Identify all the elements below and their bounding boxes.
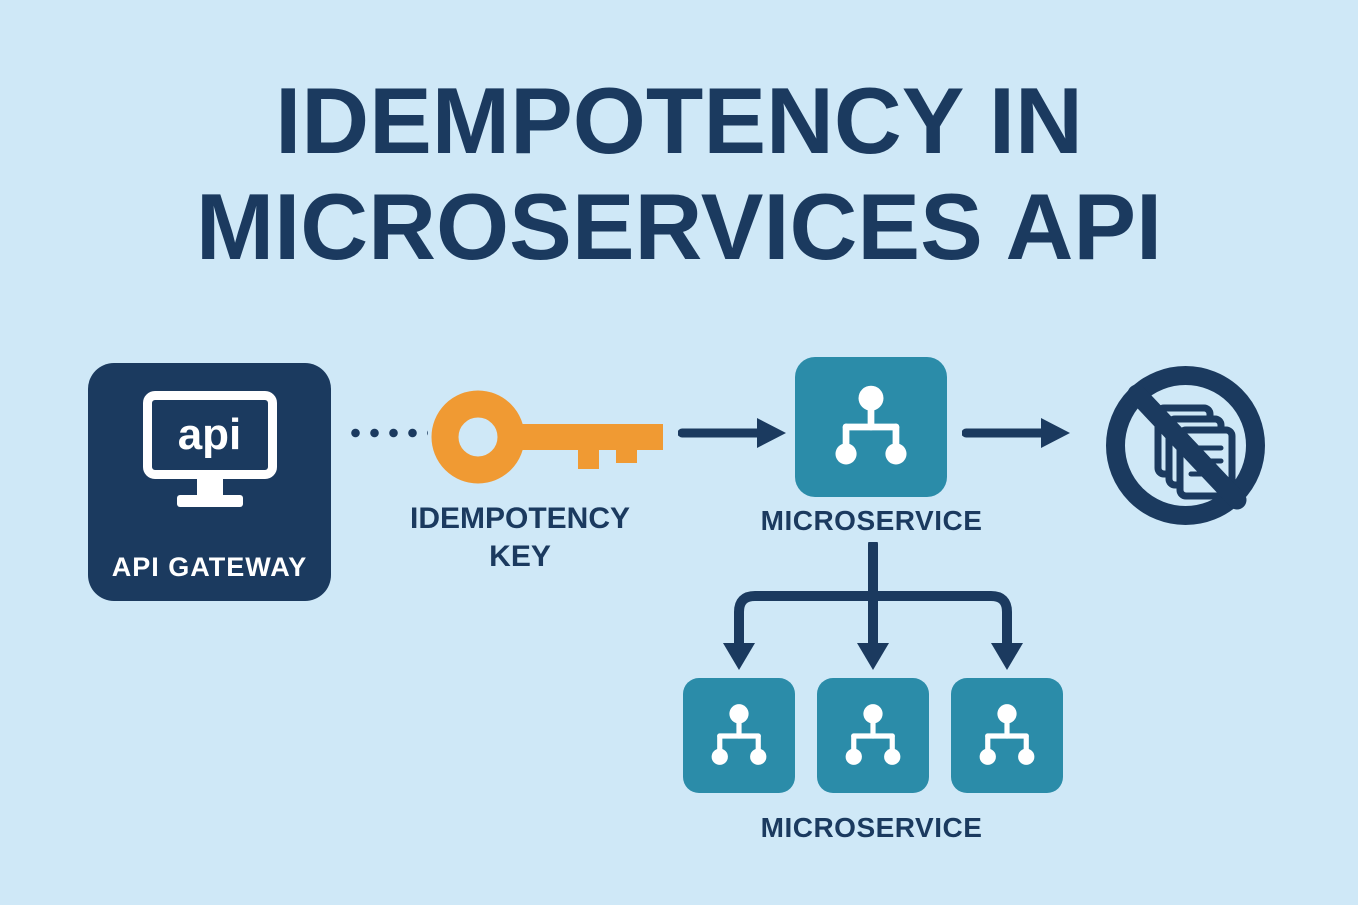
microservice-node-bottom-1 — [683, 678, 795, 793]
idempotency-key-label-line1: IDEMPOTENCY — [409, 502, 631, 535]
network-nodes-icon — [711, 703, 767, 765]
microservice-node-top — [795, 357, 947, 497]
page-title: IDEMPOTENCY IN MICROSERVICES API — [0, 68, 1358, 280]
dotted-line-connector — [346, 428, 428, 438]
microservice-label-bottom: MICROSERVICE — [760, 812, 983, 843]
no-duplicate-documents-icon — [1106, 366, 1265, 525]
fanout-arrows-connector — [723, 542, 1023, 670]
network-nodes-icon — [845, 703, 901, 765]
microservice-label-top: MICROSERVICE — [760, 505, 983, 536]
arrow-right-icon — [962, 418, 1070, 448]
network-nodes-icon — [979, 703, 1035, 765]
monitor-stand-neck — [196, 479, 223, 495]
microservice-node-bottom-3 — [951, 678, 1063, 793]
monitor-stand-base — [176, 495, 243, 507]
api-gateway-node: api API GATEWAY — [88, 363, 331, 601]
page-title-line1: IDEMPOTENCY IN — [275, 68, 1083, 173]
idempotency-key-label: IDEMPOTENCY KEY — [405, 500, 635, 575]
page-title-line2: MICROSERVICES API — [195, 174, 1163, 280]
monitor-screen: api — [142, 391, 277, 479]
arrow-right-icon — [678, 418, 786, 448]
idempotency-key-label-line2: KEY — [489, 539, 551, 573]
network-nodes-icon — [835, 385, 907, 465]
key-icon — [431, 390, 663, 484]
microservice-node-bottom-2 — [817, 678, 929, 793]
api-screen-text: api — [177, 410, 242, 459]
monitor-icon: api — [142, 391, 277, 507]
api-gateway-label: API GATEWAY — [111, 552, 308, 582]
